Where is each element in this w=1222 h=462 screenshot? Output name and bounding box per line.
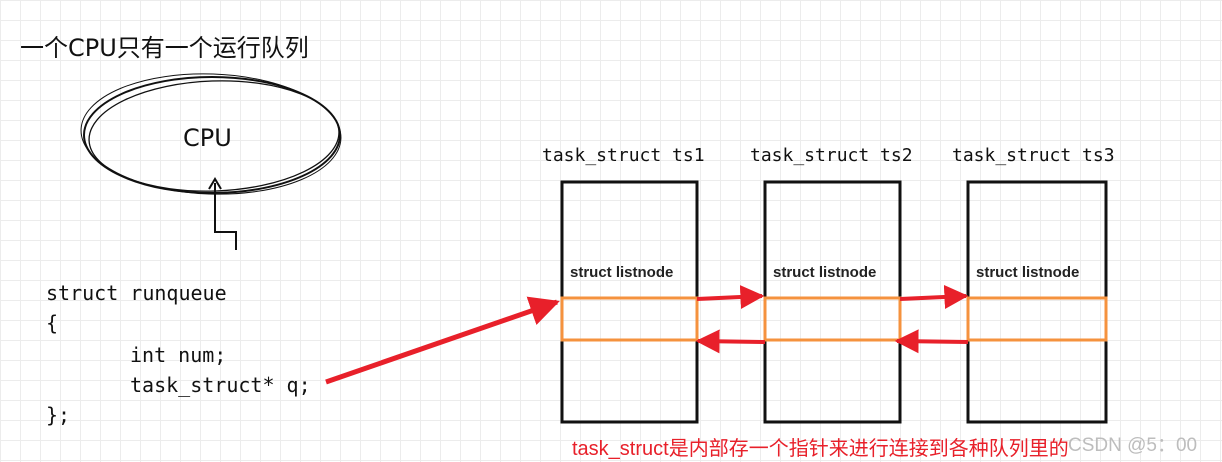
cpu-label: CPU bbox=[183, 124, 232, 152]
task-header-2: task_struct ts2 bbox=[750, 145, 913, 166]
runqueue-code: struct runqueue { int num; task_struct* … bbox=[46, 281, 311, 427]
arrow-next-ts2-ts3 bbox=[899, 284, 969, 309]
code-line-5: }; bbox=[46, 403, 70, 427]
page-title: 一个CPU只有一个运行队列 bbox=[20, 34, 309, 62]
arrow-prev-ts2-ts1 bbox=[695, 329, 766, 354]
arrow-prev-ts3-ts2 bbox=[894, 329, 969, 354]
cpu-pointer-arrowhead bbox=[208, 177, 222, 190]
task-struct-box-1: struct listnode bbox=[560, 180, 699, 424]
arrow-next-ts1-ts2 bbox=[696, 285, 765, 309]
task-struct-box-3: struct listnode bbox=[966, 180, 1108, 424]
code-line-1: struct runqueue bbox=[46, 281, 227, 305]
listnode-label-1: struct listnode bbox=[570, 264, 673, 281]
listnode-box-3 bbox=[966, 296, 1108, 342]
watermark: CSDN @5：00 bbox=[1068, 435, 1197, 456]
listnode-label-3: struct listnode bbox=[976, 264, 1079, 281]
cpu-pointer-line bbox=[214, 183, 237, 250]
listnode-label-2: struct listnode bbox=[773, 264, 876, 281]
task-struct-box-2: struct listnode bbox=[763, 180, 902, 424]
task-header-3: task_struct ts3 bbox=[952, 145, 1115, 166]
code-line-4: task_struct* q; bbox=[130, 373, 311, 397]
listnode-box-1 bbox=[560, 296, 699, 342]
caption: task_struct是内部存一个指针来进行连接到各种队列里的 bbox=[572, 437, 1069, 460]
code-line-2: { bbox=[46, 311, 58, 335]
arrow-q-to-ts1 bbox=[325, 296, 560, 385]
task-header-1: task_struct ts1 bbox=[542, 145, 705, 166]
code-line-3: int num; bbox=[130, 343, 226, 367]
listnode-box-2 bbox=[763, 296, 902, 342]
